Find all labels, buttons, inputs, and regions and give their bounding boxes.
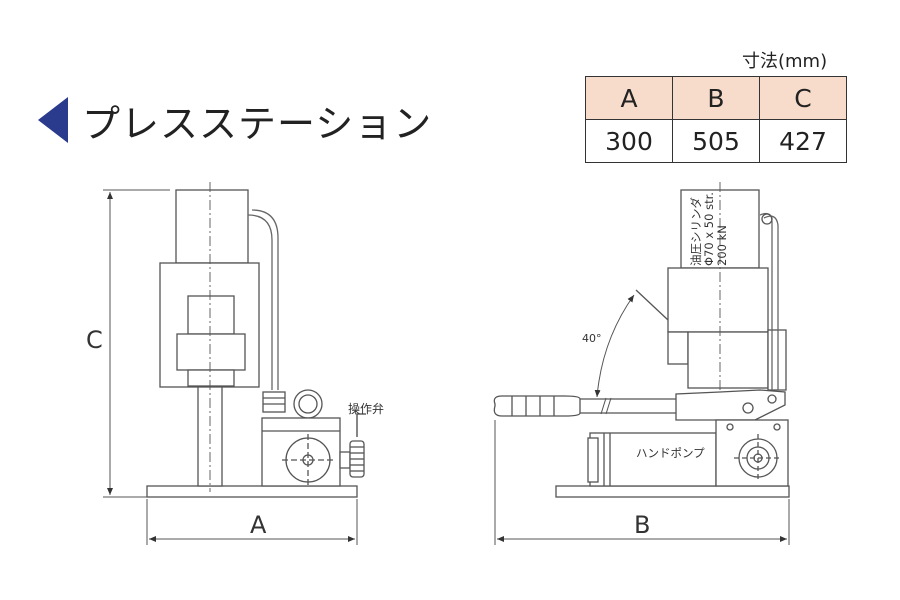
dim-c-label: C — [86, 326, 103, 354]
front-gauge — [293, 389, 323, 419]
dim-header-b: B — [672, 76, 760, 120]
front-valve-handle — [339, 451, 351, 469]
side-pump-mechanism — [675, 389, 786, 421]
side-dimensions — [494, 420, 790, 545]
front-valve-label: 操作弁 — [348, 401, 384, 416]
dim-b-label: B — [634, 511, 650, 539]
front-dimensions — [103, 189, 358, 545]
side-body — [667, 267, 769, 333]
unit-label: 寸法(mm) — [742, 51, 828, 72]
page-title: プレスステーション — [38, 93, 432, 147]
title-text: プレスステーション — [82, 101, 433, 146]
dimension-table: A B C 300 505 427 — [585, 76, 847, 163]
dim-value-c: 427 — [759, 119, 847, 163]
title-triangle-icon — [38, 97, 68, 143]
angle-label: 40° — [582, 332, 602, 345]
front-hose-fitting — [262, 391, 286, 413]
front-hose — [247, 214, 273, 390]
dim-value-b: 505 — [672, 119, 760, 163]
front-ram-bottom — [187, 369, 235, 387]
pump-label: ハンドポンプ — [636, 446, 705, 460]
dim-header-c: C — [759, 76, 847, 120]
dim-value-a: 300 — [585, 119, 673, 163]
front-ram — [187, 295, 235, 335]
side-base-plate — [555, 485, 790, 498]
cylinder-label-2: Φ70 x 50 str. — [702, 192, 716, 266]
dim-a-label: A — [250, 511, 267, 539]
front-valve-leader — [356, 413, 366, 437]
side-column — [767, 329, 787, 391]
cylinder-label-3: 200 kN — [715, 225, 729, 266]
side-handle-grip — [493, 395, 581, 417]
front-ram-block — [176, 333, 246, 371]
dimension-table-value-row: 300 505 427 — [585, 119, 847, 163]
side-view — [493, 182, 790, 498]
front-view — [146, 182, 366, 498]
front-upper-cylinder — [175, 189, 249, 264]
front-base-plate — [146, 485, 358, 498]
cylinder-label-1: 油圧シリンダ — [689, 197, 703, 266]
side-angle-arc — [594, 294, 635, 398]
side-pump-tank — [589, 432, 717, 487]
dimension-table-header-row: A B C — [585, 76, 847, 120]
side-angle-ray — [635, 289, 669, 321]
